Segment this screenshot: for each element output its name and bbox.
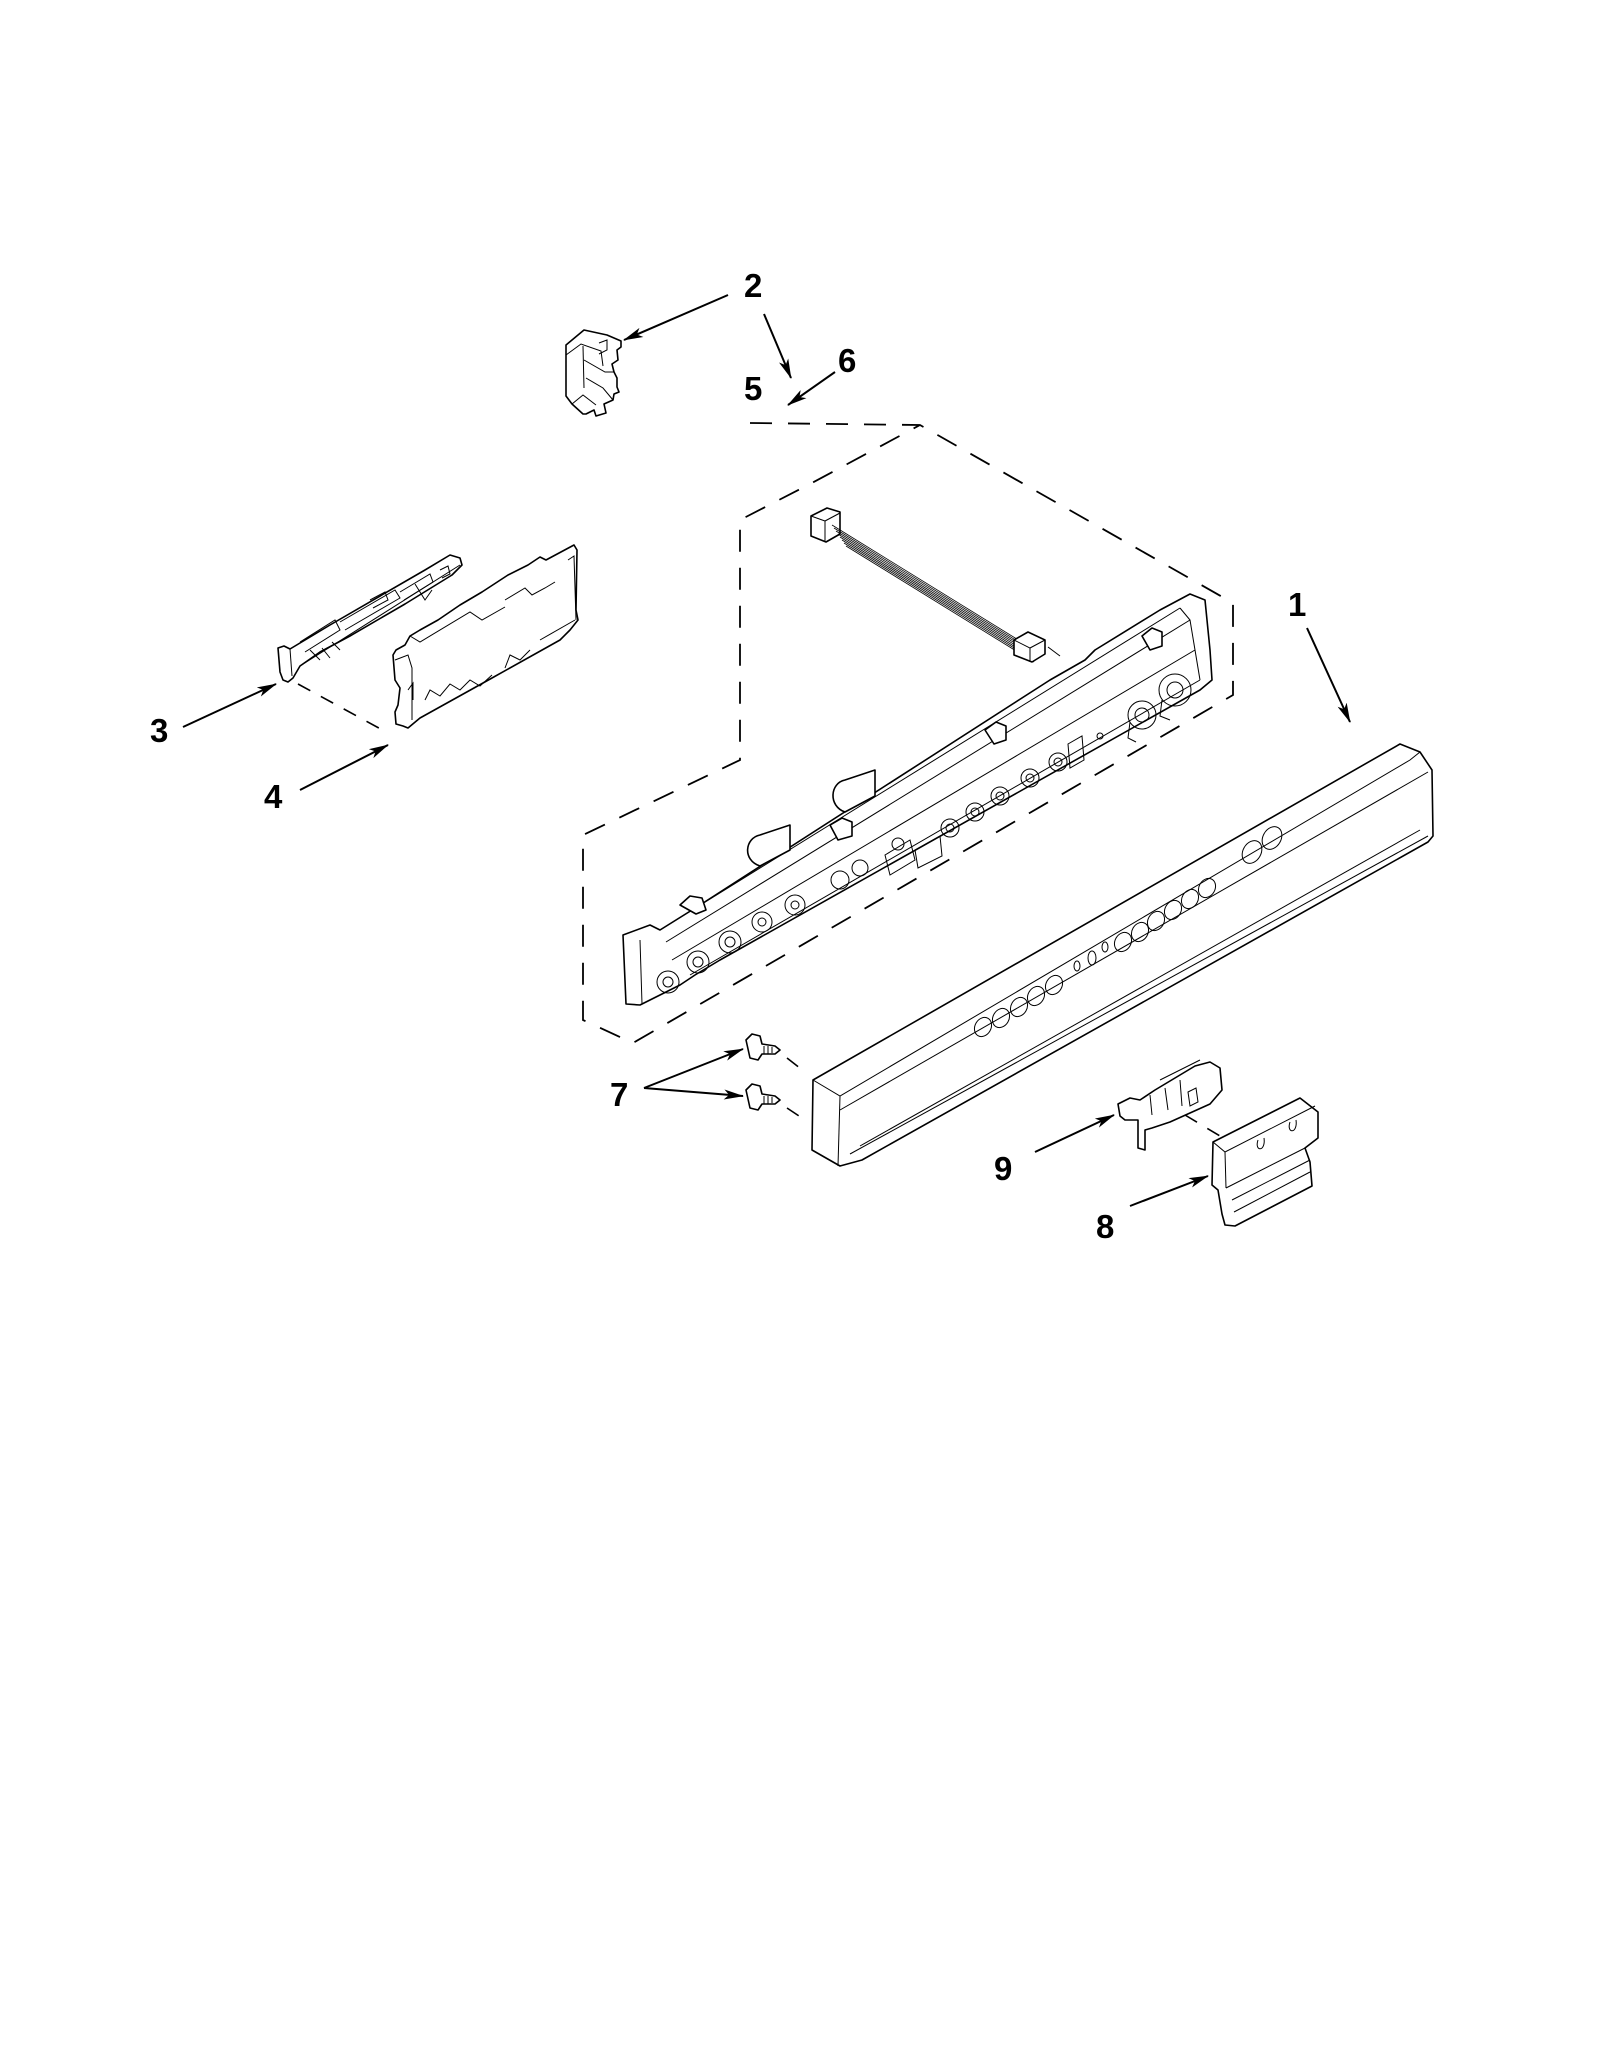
panel-indicators [1073, 941, 1109, 972]
part-4-control-board [392, 544, 579, 729]
part-1-console-panel [811, 743, 1434, 1167]
callout-5: 5 [744, 370, 762, 407]
part-8-handle-cover [1211, 1097, 1319, 1227]
part-3-ui-bracket [277, 554, 463, 683]
part-5-ui-housing [622, 593, 1213, 1006]
part-6-wire-harness [810, 507, 1061, 663]
callout-8: 8 [1096, 1208, 1114, 1245]
callout-4: 4 [264, 778, 283, 815]
callout-2: 2 [744, 267, 762, 304]
part-7-screws [745, 1033, 806, 1121]
panel-buttons-right [1113, 826, 1283, 953]
callout-1: 1 [1288, 586, 1306, 623]
callout-labels: 2 5 6 1 3 4 7 8 9 [150, 267, 1306, 1245]
callout-6: 6 [838, 342, 856, 379]
leader-arrows [182, 294, 1351, 1207]
panel-buttons-left [973, 974, 1064, 1038]
part-9-latch [1117, 1059, 1231, 1151]
part-5-assembly-boundary [582, 422, 1234, 1045]
callout-9: 9 [994, 1150, 1012, 1187]
callout-7: 7 [610, 1076, 628, 1113]
part-2-end-cap-bracket [565, 329, 622, 417]
assembly-line-3-to-4 [297, 683, 389, 734]
callout-3: 3 [150, 712, 168, 749]
